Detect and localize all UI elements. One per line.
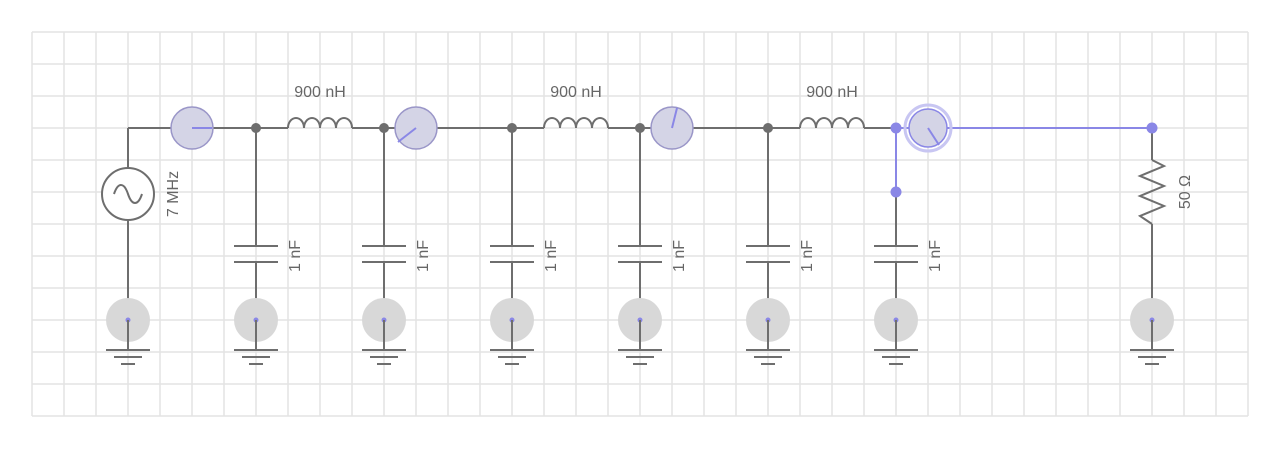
capacitor-icon[interactable]	[874, 245, 918, 263]
capacitor-icon[interactable]	[362, 245, 406, 263]
capacitor-label: 1 nF	[287, 240, 304, 272]
source-label: 7 MHz	[165, 171, 182, 217]
capacitor-label: 1 nF	[927, 240, 944, 272]
ground-icon[interactable]	[618, 320, 662, 365]
capacitor-icon[interactable]	[490, 245, 534, 263]
ac-source[interactable]	[101, 167, 155, 221]
grid	[31, 31, 1249, 417]
junction-node[interactable]	[763, 123, 773, 133]
junction-node[interactable]	[251, 123, 261, 133]
labels: 900 nH 900 nH 900 nH 7 MHz 50 Ω 1 nF 1 n…	[165, 84, 1194, 272]
junction-node[interactable]	[379, 123, 389, 133]
sine-wave	[113, 184, 143, 204]
capacitor-icon[interactable]	[234, 245, 278, 263]
junctions	[251, 123, 773, 133]
inductor-icon[interactable]	[543, 117, 609, 129]
meters	[170, 103, 953, 153]
meter-icon[interactable]	[170, 106, 214, 150]
inductor-label: 900 nH	[806, 84, 858, 101]
capacitor-icon[interactable]	[746, 245, 790, 263]
capacitor-label: 1 nF	[799, 240, 816, 272]
meter-icon[interactable]	[650, 106, 694, 150]
meter-icon[interactable]	[394, 106, 438, 150]
load-label: 50 Ω	[1177, 175, 1194, 209]
junction-node-selected[interactable]	[890, 186, 902, 198]
capacitors	[234, 245, 918, 263]
selected-junctions	[890, 122, 1158, 198]
junction-node[interactable]	[507, 123, 517, 133]
ground-icon[interactable]	[874, 320, 918, 365]
inductor-icon[interactable]	[287, 117, 353, 129]
junction-node-selected[interactable]	[890, 122, 902, 134]
meter-icon-selected[interactable]	[903, 103, 953, 153]
junction-node[interactable]	[635, 123, 645, 133]
capacitor-label: 1 nF	[415, 240, 432, 272]
ground-icon[interactable]	[746, 320, 790, 365]
inductor-icon[interactable]	[799, 117, 865, 129]
ground-icon[interactable]	[106, 320, 150, 365]
grounds	[106, 320, 1174, 365]
ground-icon[interactable]	[490, 320, 534, 365]
inductor-label: 900 nH	[294, 84, 346, 101]
capacitor-label: 1 nF	[671, 240, 688, 272]
ground-icon[interactable]	[1130, 320, 1174, 365]
inductor-label: 900 nH	[550, 84, 602, 101]
ground-icon[interactable]	[234, 320, 278, 365]
junction-node-selected[interactable]	[1146, 122, 1158, 134]
resistor-icon[interactable]	[1137, 159, 1167, 225]
inductors	[287, 117, 865, 129]
ground-icon[interactable]	[362, 320, 406, 365]
capacitor-label: 1 nF	[543, 240, 560, 272]
capacitor-icon[interactable]	[618, 245, 662, 263]
